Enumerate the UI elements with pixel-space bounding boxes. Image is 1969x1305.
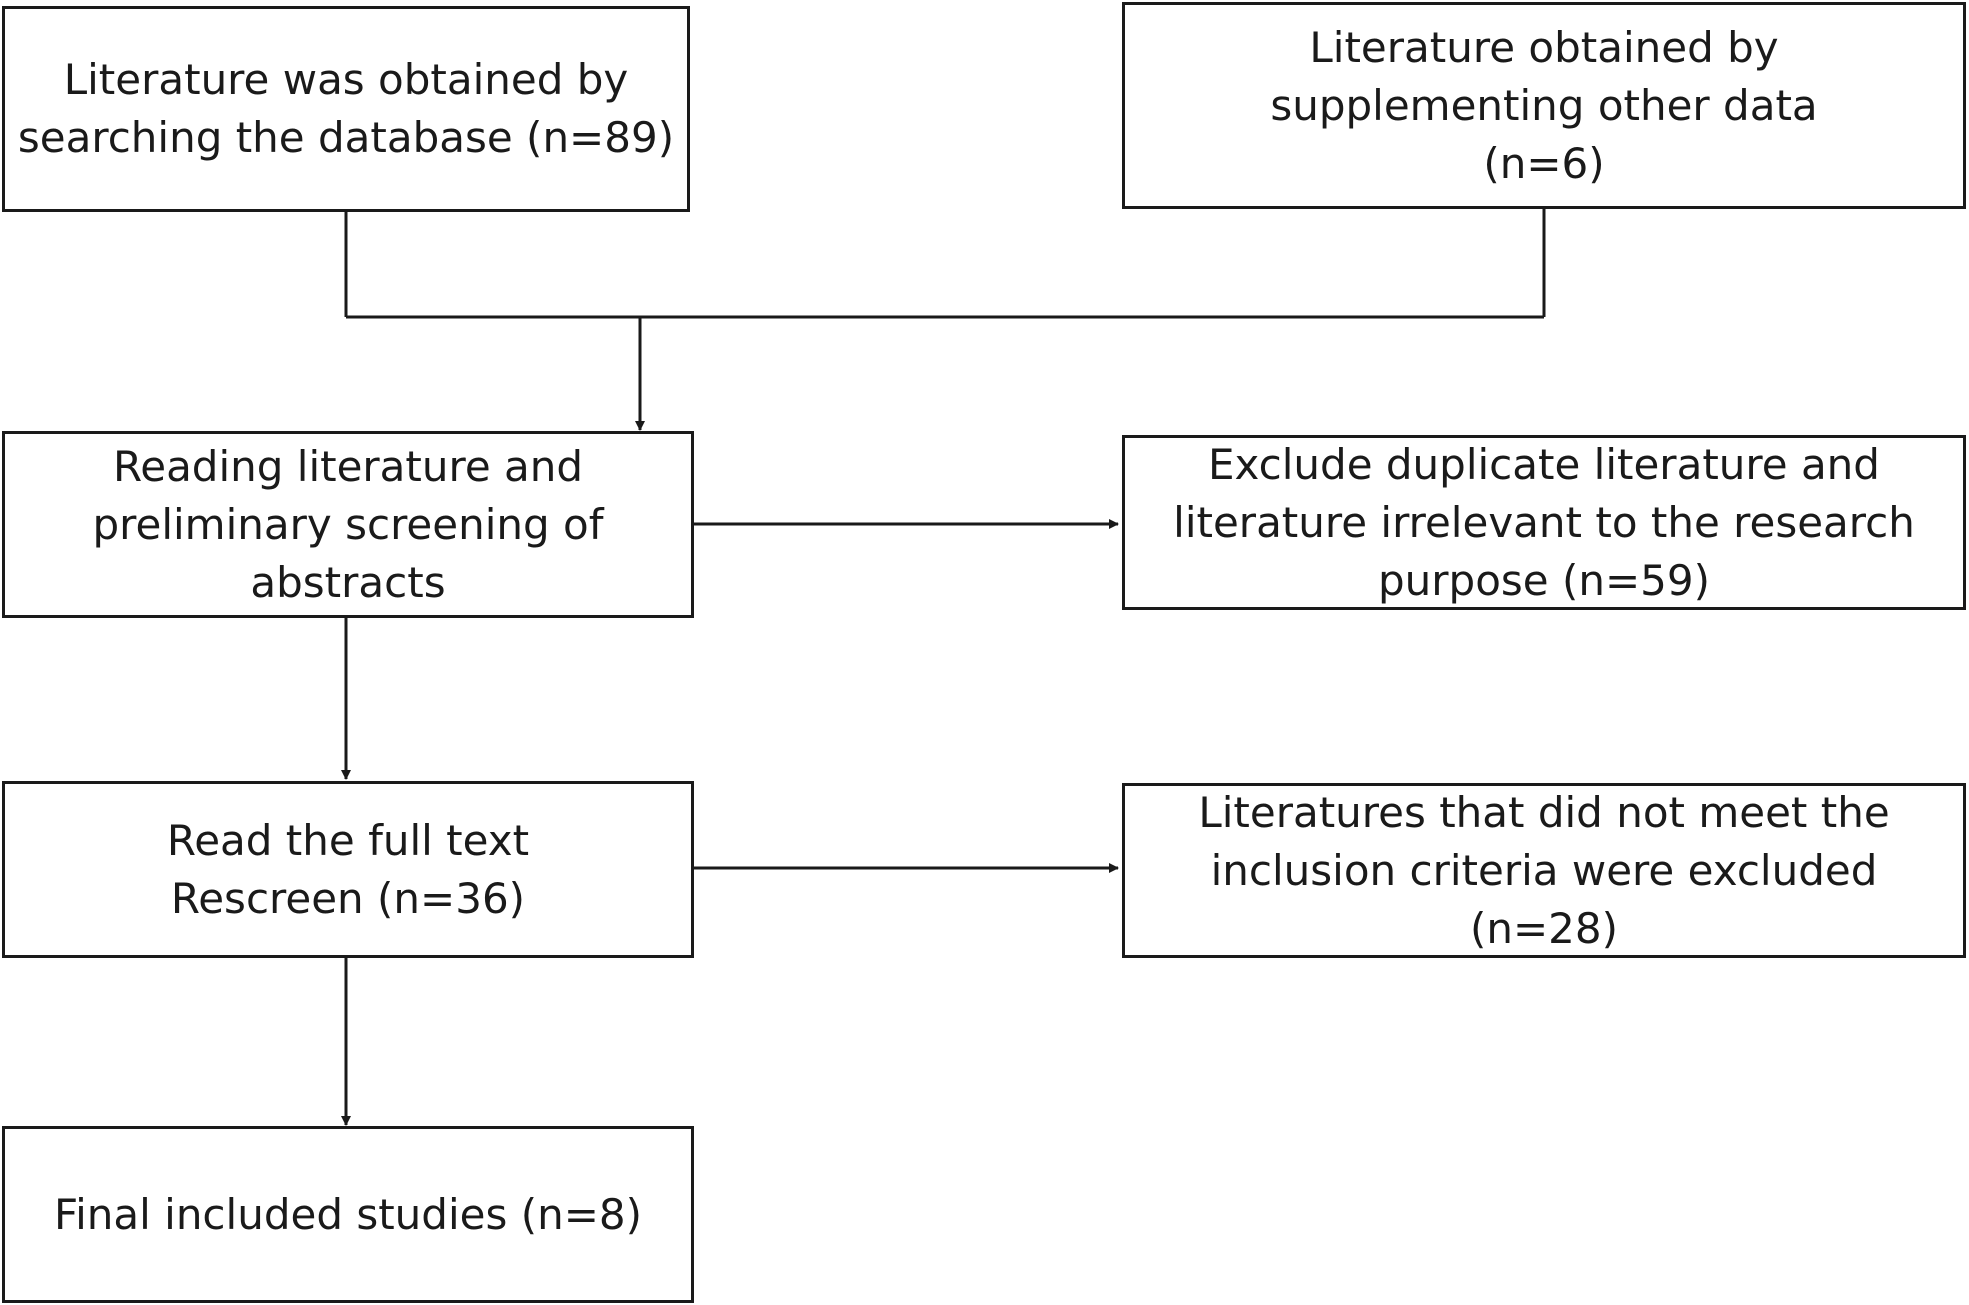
node-final-included-text: Final included studies (n=8) [54,1189,642,1239]
node-exclude-duplicates: Exclude duplicate literature and literat… [1122,435,1966,610]
node-exclude-duplicates-text: Exclude duplicate literature and literat… [1173,439,1915,605]
node-exclude-criteria: Literatures that did not meet the inclus… [1122,783,1966,958]
node-database-search-text: Literature was obtained by searching the… [17,55,675,162]
node-preliminary-screening: Reading literature and preliminary scree… [2,431,694,618]
node-full-text-rescreen: Read the full text Rescreen (n=36) [2,781,694,958]
node-database-search: Literature was obtained by searching the… [2,6,690,212]
node-preliminary-screening-text: Reading literature and preliminary scree… [92,441,604,607]
node-supplementary-data-text: Literature obtained by supplementing oth… [1270,22,1818,188]
node-full-text-rescreen-text: Read the full text Rescreen (n=36) [166,815,530,923]
node-final-included: Final included studies (n=8) [2,1126,694,1303]
node-exclude-criteria-text: Literatures that did not meet the inclus… [1198,787,1890,953]
node-supplementary-data: Literature obtained by supplementing oth… [1122,2,1966,209]
